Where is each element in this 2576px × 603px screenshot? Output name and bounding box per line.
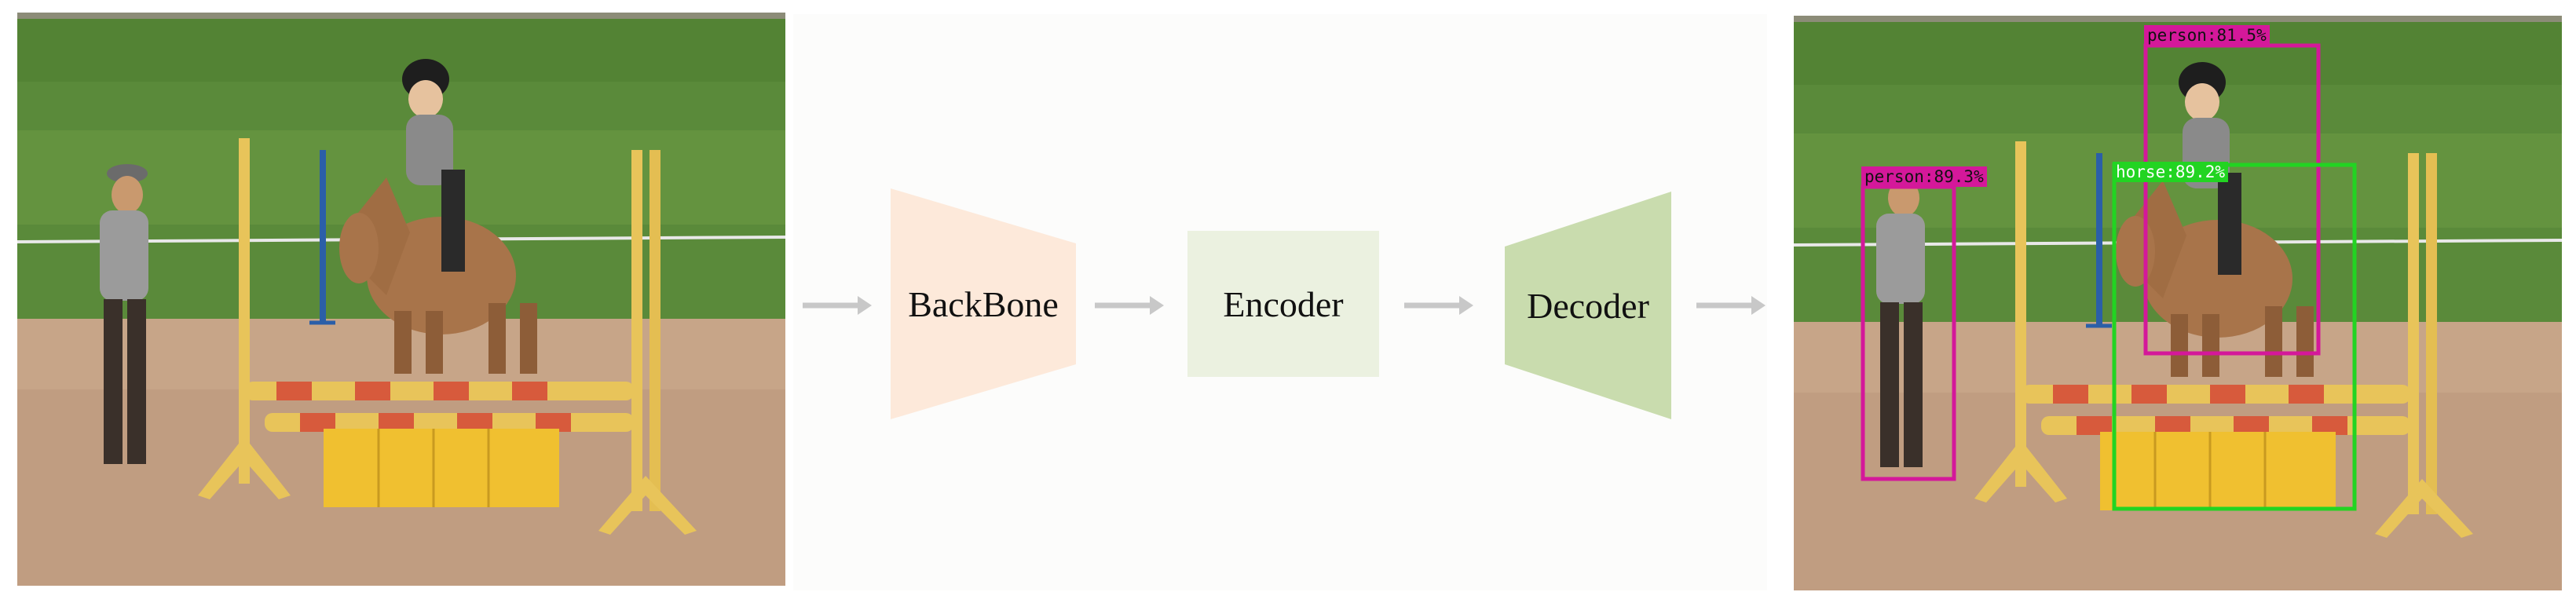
arrow-icon	[803, 296, 872, 315]
encoder-label: Encoder	[1223, 283, 1344, 324]
decoder-block: Decoder	[1505, 192, 1671, 419]
decoder-label: Decoder	[1527, 285, 1649, 326]
detection-label-horse: horse:89.2%	[2113, 162, 2229, 182]
detection-box-person-rider	[2143, 43, 2321, 356]
detection-box-person-standing	[1861, 185, 1956, 481]
encoder-block: Encoder	[1187, 231, 1379, 377]
detection-box-horse	[2112, 163, 2357, 511]
output-image: person:81.5% person:89.3% horse:89.2%	[1794, 16, 2562, 590]
backbone-block: BackBone	[891, 188, 1076, 419]
backbone-label: BackBone	[908, 283, 1059, 324]
arrow-icon	[1404, 296, 1473, 315]
arrow-icon	[1095, 296, 1164, 315]
detection-label-person-rider: person:81.5%	[2144, 25, 2270, 46]
detection-label-person-standing: person:89.3%	[1861, 166, 1987, 187]
input-image	[17, 13, 785, 586]
arrow-icon	[1696, 296, 1766, 315]
